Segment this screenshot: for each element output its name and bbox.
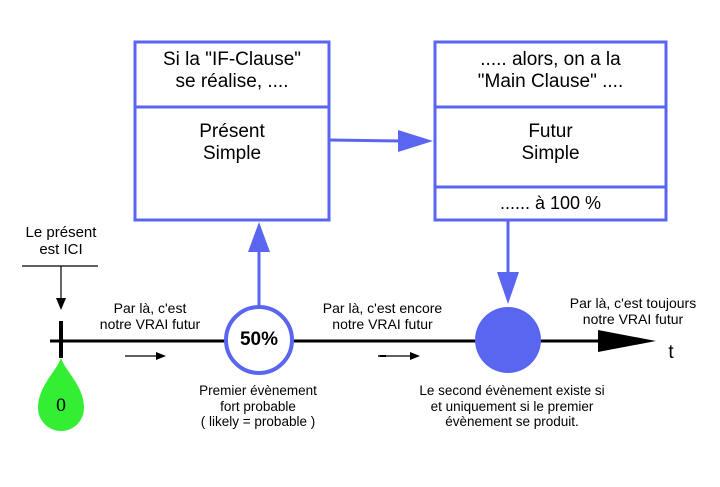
direction-arrow-1: [125, 352, 166, 360]
axis-label-t: t: [668, 342, 674, 363]
probability-circle: [224, 305, 294, 375]
present-marker: [22, 265, 98, 358]
circle-to-if-box-arrow: [248, 222, 270, 307]
main-box-to-event-arrow: [497, 220, 519, 304]
main-clause-box: [433, 40, 668, 222]
segment-label-1: Par là, c'est notre VRAI futur: [99, 300, 201, 333]
second-event-circle: [475, 307, 541, 373]
first-event-note: Premier évènement fort probable ( likely…: [199, 383, 317, 430]
box-link-arrow: [328, 130, 433, 152]
if-clause-header: Si la "IF-Clause" se réalise, ....: [162, 49, 302, 92]
segment-label-3: Par là, c'est toujours notre VRAI futur: [569, 295, 697, 328]
present-label: Le présent est ICI: [25, 224, 97, 259]
main-clause-header: ..... alors, on a la "Main Clause" ....: [477, 49, 624, 92]
direction-arrow-2-full: [380, 352, 420, 360]
start-value: 0: [55, 396, 67, 416]
if-clause-box: [133, 40, 331, 222]
timeline-axis: [50, 330, 656, 352]
start-drop: [38, 358, 84, 431]
main-clause-certainty: ...... à 100 %: [499, 193, 602, 213]
if-clause-tense: Présent Simple: [199, 121, 265, 164]
segment-label-2: Par là, c'est encore notre VRAI futur: [322, 300, 443, 333]
second-event-note: Le second évènement existe si et uniquem…: [419, 383, 605, 430]
circle-percent-label: 50%: [239, 329, 279, 350]
main-clause-tense: Futur Simple: [521, 121, 580, 164]
